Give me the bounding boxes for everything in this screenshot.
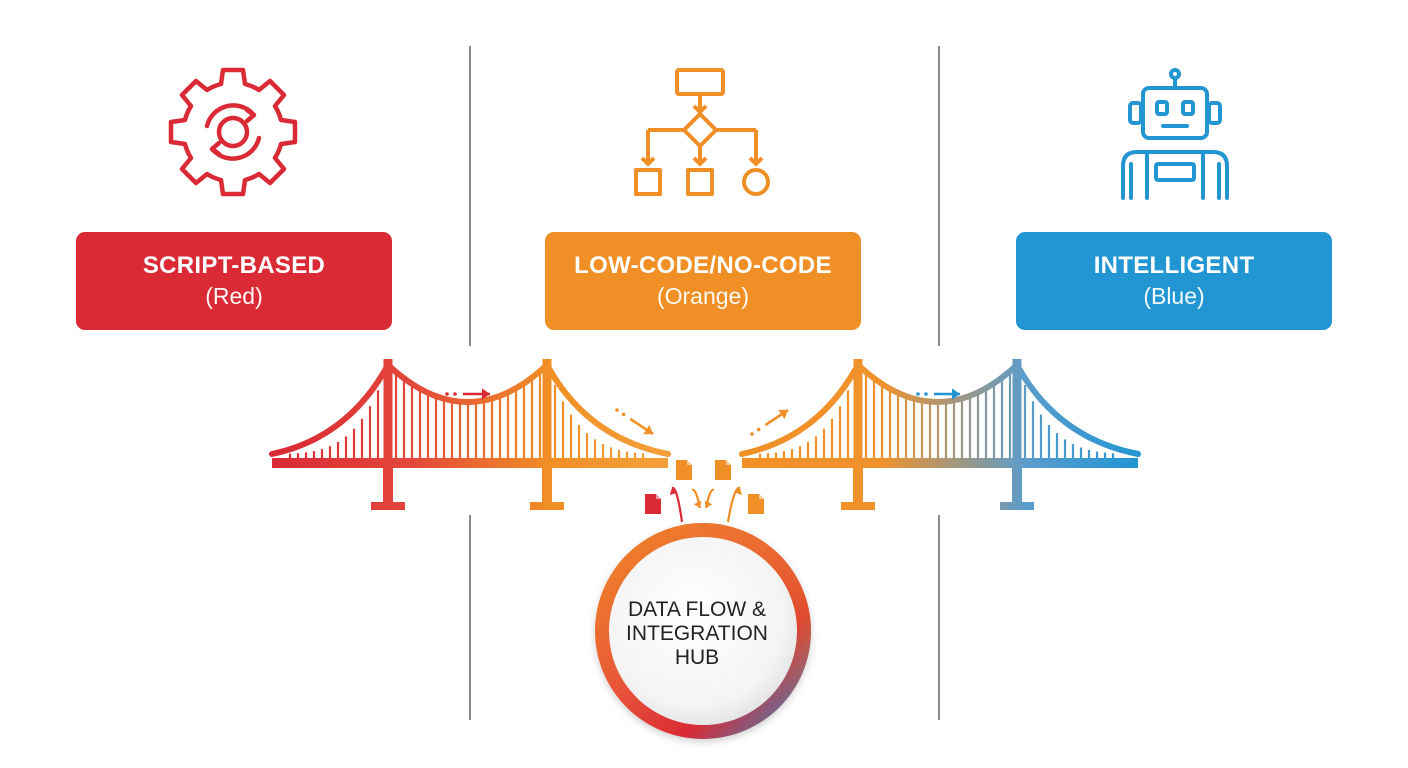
arrow-red (445, 388, 490, 400)
intelligent-subtitle: (Blue) (1143, 283, 1205, 309)
script-based-title: SCRIPT-BASED (142, 252, 326, 279)
low-code-subtitle: (Orange) (656, 283, 750, 309)
document-icon (715, 460, 731, 480)
flow-arrow (726, 486, 742, 523)
divider-right-bottom (938, 515, 940, 720)
script-based-subtitle: (Red) (205, 283, 263, 309)
bridge-right (739, 359, 1141, 510)
bridge-left (269, 359, 671, 510)
arrow-orange-up (750, 408, 789, 436)
intelligent-label: INTELLIGENT (Blue) (1016, 232, 1332, 330)
document-icon (676, 460, 692, 480)
flow-arrow (691, 488, 702, 509)
document-icon (645, 494, 661, 514)
divider-left-bottom (469, 515, 471, 720)
script-based-label: SCRIPT-BASED (Red) (76, 232, 392, 330)
low-code-title: LOW-CODE/NO-CODE (574, 252, 832, 279)
flow-arrow (704, 488, 715, 509)
gear-refresh-icon (168, 67, 298, 197)
robot-icon (1121, 68, 1229, 200)
arrow-orange-down (615, 408, 654, 436)
divider-left-top (469, 46, 471, 346)
document-icon (748, 494, 764, 514)
hub-label: DATA FLOW & INTEGRATION HUB (626, 598, 768, 669)
integration-hub (595, 523, 811, 739)
divider-right-top (938, 46, 940, 346)
intelligent-title: INTELLIGENT (1093, 252, 1255, 279)
arrow-blue (916, 388, 960, 400)
flow-arrow (669, 486, 684, 523)
flowchart-icon (634, 68, 770, 196)
low-code-label: LOW-CODE/NO-CODE (Orange) (545, 232, 861, 330)
